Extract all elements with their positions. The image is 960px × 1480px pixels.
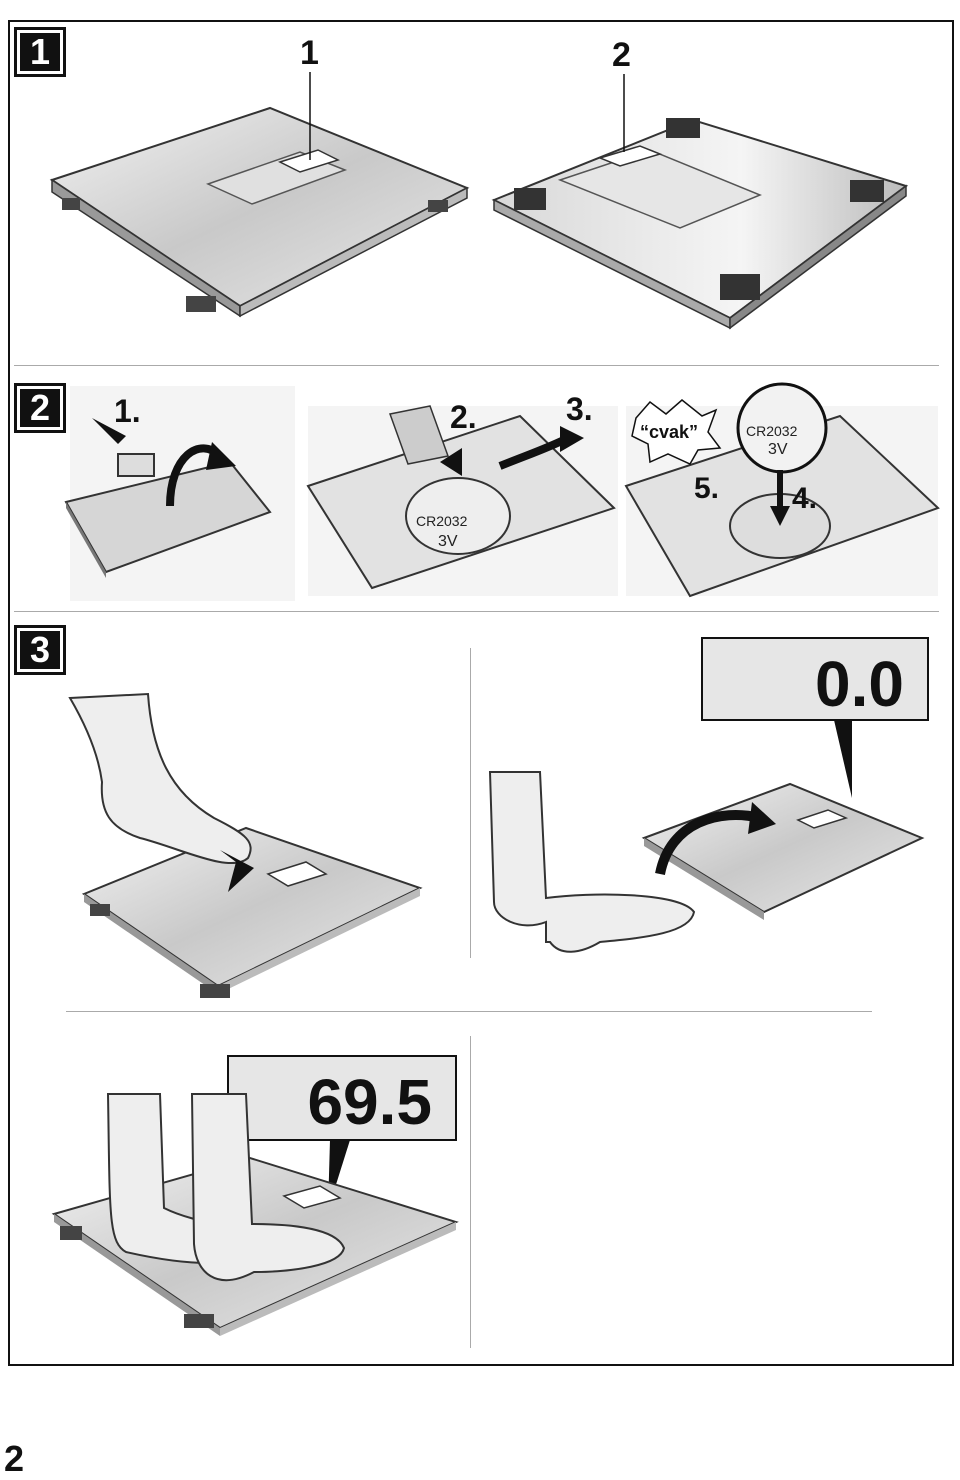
section-3-illustration: 0.0 69.5 — [51, 637, 929, 1336]
section-1-badge: 1 — [14, 27, 66, 77]
step-1-label: 1. — [114, 393, 141, 429]
feet-beside-scale — [488, 771, 696, 953]
scale-bottom-view — [491, 118, 909, 330]
battery-cover-panel: 1. — [64, 386, 295, 601]
battery-voltage-label-2: 3V — [438, 533, 458, 550]
foot-illustration — [68, 692, 252, 865]
battery-insert-panel: CR2032 3V “cvak” 5. 4. — [624, 382, 940, 598]
display-zero-panel: 0.0 — [488, 637, 929, 953]
scale-display-zero — [701, 637, 929, 721]
section-2-illustration: 1. CR2032 3V 2. 3. CR2032 3V “cvak” 5. 4… — [64, 382, 940, 601]
scale-top-view — [49, 106, 470, 318]
section-1-illustration: 1 2 — [49, 34, 909, 330]
battery-remove-panel: CR2032 3V 2. 3. — [306, 391, 618, 596]
column-divider-2 — [470, 1036, 471, 1348]
section-2-badge: 2 — [14, 383, 66, 433]
page-number: 2 — [4, 1438, 25, 1479]
callout-1-label: 1 — [300, 34, 319, 72]
tap-on-panel — [68, 692, 423, 998]
step-5-label: 5. — [694, 472, 719, 505]
display-value-weight: 69.5 — [307, 1066, 432, 1138]
click-sound-label: “cvak” — [640, 422, 698, 442]
step-4-label: 4. — [792, 482, 817, 515]
section-3-badge: 3 — [14, 625, 66, 675]
column-divider-1 — [470, 648, 471, 958]
battery-model-label-3: CR2032 — [746, 423, 798, 439]
figure-frame — [8, 20, 954, 1366]
callout-2-label: 2 — [612, 36, 631, 74]
display-weight-panel: 69.5 — [51, 1055, 459, 1336]
step-2-label: 2. — [450, 399, 477, 435]
battery-coin-icon — [405, 477, 511, 555]
scale-display-weight — [227, 1055, 457, 1141]
section-divider-1 — [14, 365, 939, 366]
battery-voltage-label-3: 3V — [768, 441, 788, 458]
step-3-label: 3. — [566, 391, 593, 427]
section-divider-2 — [14, 611, 939, 612]
display-value-zero: 0.0 — [815, 648, 904, 720]
right-foot-on-scale — [190, 1093, 346, 1282]
battery-model-label-2: CR2032 — [416, 513, 468, 529]
section-divider-3 — [66, 1011, 872, 1012]
